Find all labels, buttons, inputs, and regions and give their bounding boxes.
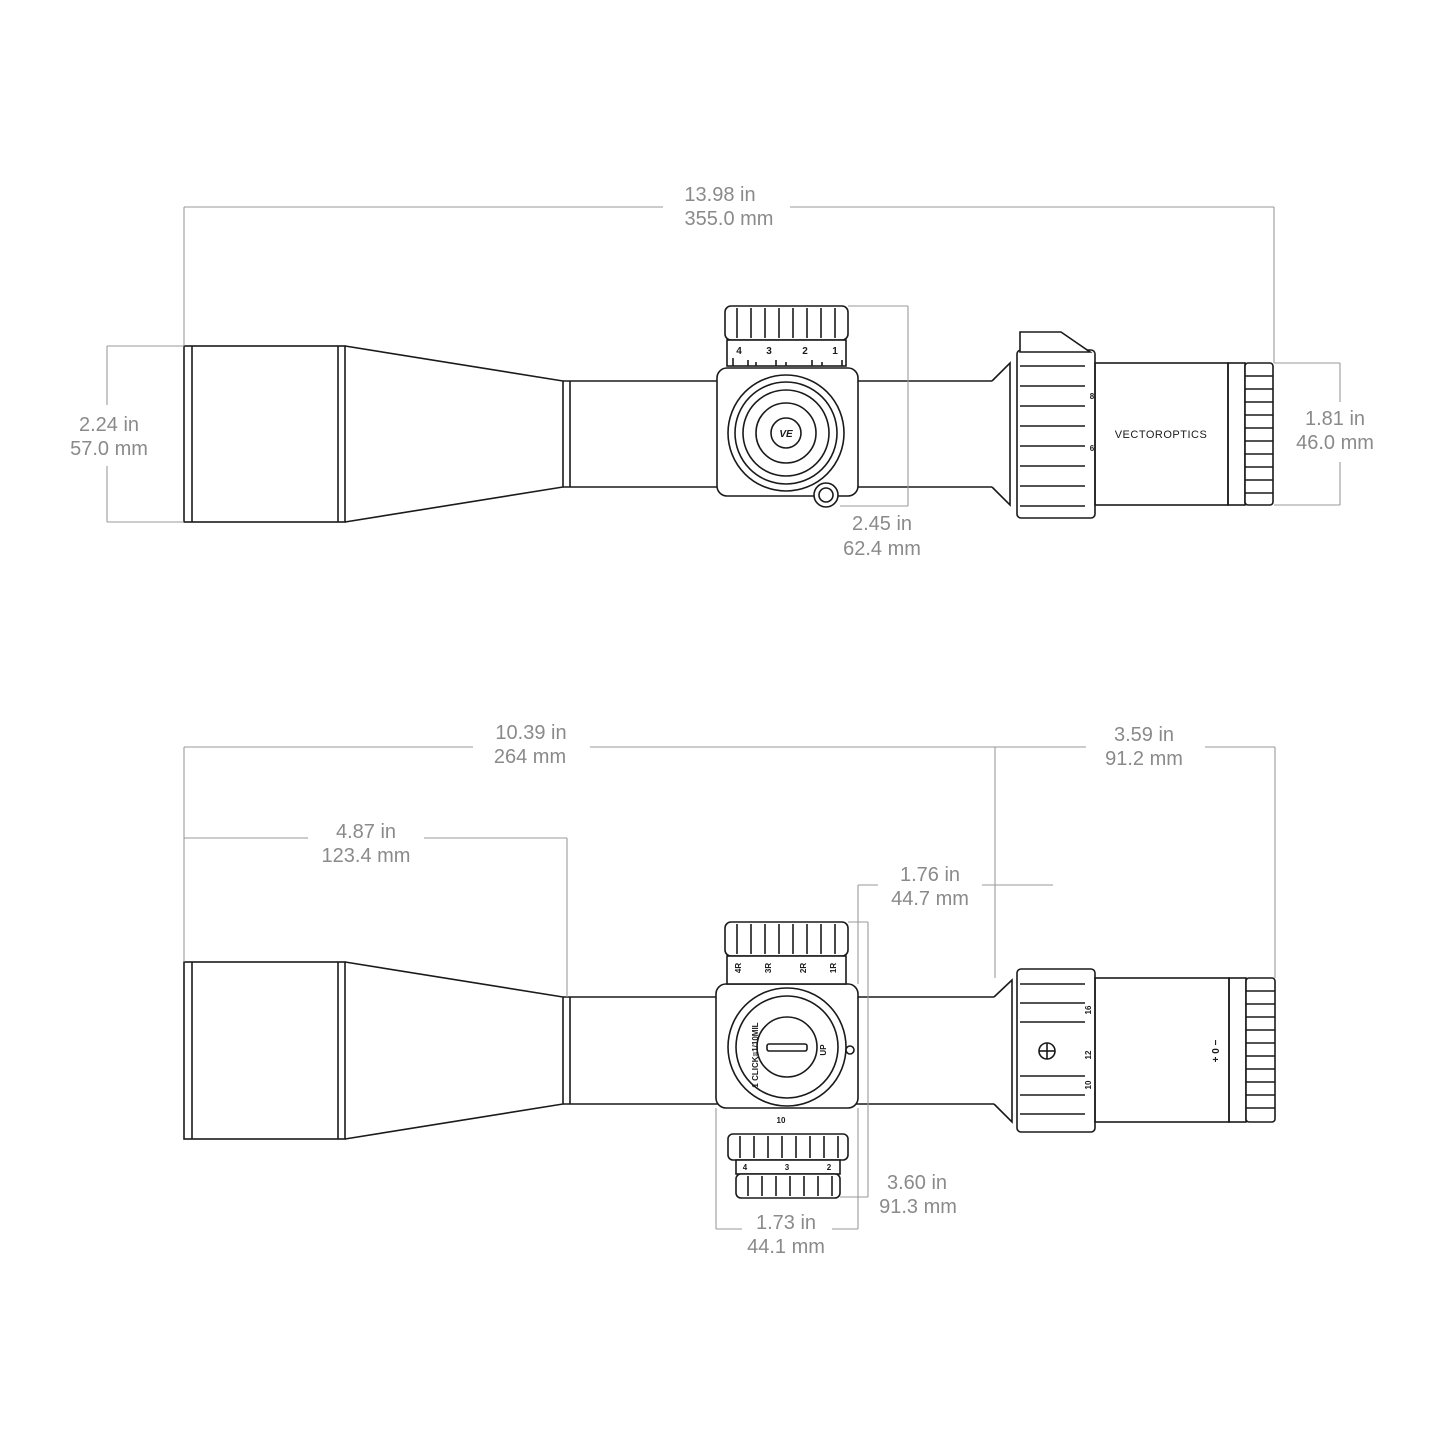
elev-scale-label: 3 [766, 346, 772, 357]
length-to-ring-in: 10.39 in [495, 722, 566, 744]
top-view-scope: 4 3 2 1 VE 8 6 VECTOROPTICS [183, 305, 1274, 523]
overall-length-mm: 355.0 mm [685, 208, 774, 230]
elevation-turret-knurl [724, 305, 849, 341]
turret-housing [716, 367, 859, 497]
logo-badge [770, 417, 802, 449]
objective-diameter-in: 2.24 in [79, 414, 139, 436]
diopter-ring [1245, 977, 1276, 1123]
elev-scale-label: 2 [802, 346, 808, 357]
objective-taper [344, 961, 564, 1140]
top-view-dimension-lines [106, 206, 1341, 523]
objective-bell [183, 345, 346, 523]
turret-offset-mm: 44.7 mm [891, 888, 969, 910]
turret-width-mm: 44.1 mm [747, 1236, 825, 1258]
illumination-knob [813, 482, 839, 508]
lower-scale-label: 4 [743, 1163, 748, 1172]
mag-mark: 16 [1084, 1005, 1093, 1014]
eyepiece-collar [1227, 362, 1246, 506]
eyepiece-length-in: 3.59 in [1114, 724, 1174, 746]
objective-diameter-mm: 57.0 mm [70, 438, 148, 460]
side-view-dimension-lines [183, 746, 1276, 1230]
elev-scale-label: 4 [736, 346, 742, 357]
turret-width-in: 1.73 in [756, 1212, 816, 1234]
turret-height-mm: 62.4 mm [843, 538, 921, 560]
turret-height-in: 2.45 in [852, 513, 912, 535]
windage-scale-label: 3R [764, 963, 773, 973]
cap-slot [766, 1043, 808, 1052]
elevation-dial-outer [727, 987, 847, 1107]
lower-scale-label: 2 [827, 1163, 832, 1172]
windage-scale-ring [726, 955, 847, 985]
lower-knob-knurl [727, 1133, 849, 1161]
diopter-ring [1244, 362, 1274, 506]
dial-indicator [845, 1045, 855, 1055]
elevation-turret-knurl [724, 921, 849, 957]
turret-span-mm: 91.3 mm [879, 1196, 957, 1218]
turret-offset-in: 1.76 in [900, 864, 960, 886]
illumination-knob [735, 1173, 841, 1199]
logo-text: VE [779, 429, 793, 440]
power-ring [1016, 968, 1096, 1133]
objective-length-in: 4.87 in [336, 821, 396, 843]
turret-span-in: 3.60 in [887, 1172, 947, 1194]
throw-lever [1019, 331, 1093, 353]
mag-mark: 10 [1084, 1080, 1093, 1089]
eyepiece-length-mm: 91.2 mm [1105, 748, 1183, 770]
diopter-marks: + 0 − [1211, 1039, 1222, 1062]
windage-cap [755, 402, 817, 464]
dial-mark: 10 [777, 1116, 786, 1125]
elev-scale-label: 1 [832, 346, 838, 357]
click-value-text: 1 CLICK=1/10MIL [751, 1022, 760, 1087]
windage-knob-outer [727, 374, 845, 492]
power-ring-taper [993, 978, 1013, 1124]
elevation-cap [756, 1016, 818, 1078]
power-ring-taper [991, 361, 1011, 507]
windage-scale-label: 2R [799, 963, 808, 973]
objective-length-mm: 123.4 mm [322, 845, 411, 867]
lower-scale-label: 3 [785, 1163, 790, 1172]
mag-mark: 8 [1090, 392, 1095, 401]
power-ring [1016, 349, 1096, 519]
eyepiece-collar [1228, 977, 1247, 1123]
side-view-scope: 4R 3R 2R 1R 1 CLICK=1/10MIL UP 10 4 3 2 [183, 921, 1276, 1199]
eyepiece-body [1094, 977, 1230, 1123]
length-to-ring-mm: 264 mm [494, 746, 566, 768]
eyepiece-diameter-mm: 46.0 mm [1296, 432, 1374, 454]
overall-length-in: 13.98 in [684, 184, 755, 206]
objective-taper [344, 345, 564, 523]
mag-mark: 6 [1090, 444, 1095, 453]
windage-scale-label: 1R [829, 963, 838, 973]
brand-text: VECTOROPTICS [1115, 429, 1208, 441]
windage-scale-label: 4R [734, 963, 743, 973]
mag-mark: 12 [1084, 1050, 1093, 1059]
objective-bell [183, 961, 346, 1140]
eyepiece-diameter-in: 1.81 in [1305, 408, 1365, 430]
turret-housing [715, 983, 859, 1109]
up-label: UP [819, 1044, 828, 1056]
